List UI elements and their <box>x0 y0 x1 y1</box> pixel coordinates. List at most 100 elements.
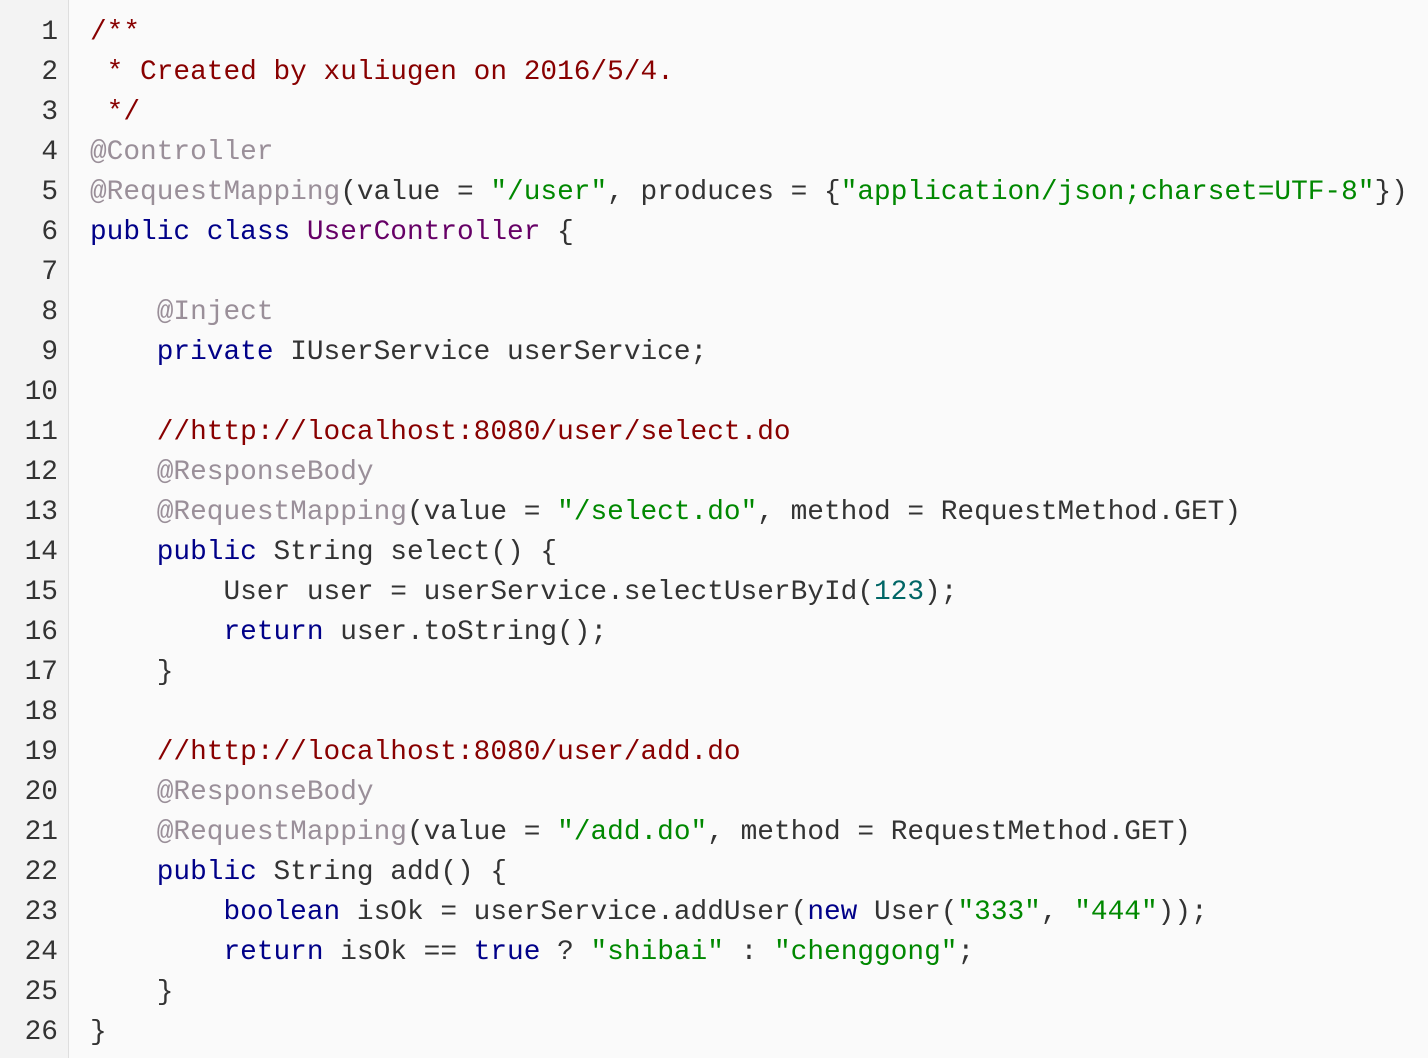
line-number: 12 <box>24 457 58 488</box>
line-number: 3 <box>41 97 58 128</box>
keyword-token: public <box>156 537 257 568</box>
code-line: 22 public String add() { <box>0 853 1428 893</box>
line-number: 14 <box>24 537 58 568</box>
code-token: user.toString(); <box>323 617 608 648</box>
line-number: 16 <box>24 617 58 648</box>
code-line: 8 @Inject <box>0 293 1428 333</box>
line-text: return isOk == true ? "shibai" : "chengg… <box>90 933 974 973</box>
code-token: String select() { <box>256 537 558 568</box>
code-token <box>90 617 223 648</box>
number-token: 123 <box>874 577 925 608</box>
line-text: } <box>90 653 174 693</box>
code-line: 17 } <box>0 653 1428 693</box>
code-line: 7 <box>0 253 1428 293</box>
code-token <box>90 737 157 768</box>
line-number: 17 <box>24 657 58 688</box>
line-number: 13 <box>24 497 58 528</box>
code-token: User( <box>857 897 958 928</box>
line-text: } <box>90 973 174 1013</box>
code-line: 3 */ <box>0 93 1428 133</box>
code-token: , method = RequestMethod.GET) <box>707 817 1191 848</box>
code-token: , <box>1040 897 1075 928</box>
keyword-token: public <box>90 217 191 248</box>
comment-token: //http://localhost:8080/user/add.do <box>156 737 741 768</box>
code-token <box>90 297 157 328</box>
line-text: @RequestMapping(value = "/select.do", me… <box>90 493 1241 533</box>
code-token: (value = <box>406 817 558 848</box>
line-number: 1 <box>41 17 58 48</box>
code-token <box>90 857 157 888</box>
code-line: 21 @RequestMapping(value = "/add.do", me… <box>0 813 1428 853</box>
code-token <box>90 817 157 848</box>
line-number: 24 <box>24 937 58 968</box>
comment-token: */ <box>90 97 141 128</box>
code-line: 16 return user.toString(); <box>0 613 1428 653</box>
string-token: "/user" <box>490 177 608 208</box>
line-number: 21 <box>24 817 58 848</box>
code-token <box>90 537 157 568</box>
string-token: "/select.do" <box>557 497 758 528</box>
line-number: 18 <box>24 697 58 728</box>
line-text: boolean isOk = userService.addUser(new U… <box>90 893 1207 933</box>
code-line: 1 /** <box>0 13 1428 53</box>
line-number: 20 <box>24 777 58 808</box>
annotation-token: @RequestMapping <box>90 177 341 208</box>
code-token: (value = <box>340 177 491 208</box>
line-number: 9 <box>41 337 58 368</box>
string-token: "/add.do" <box>557 817 708 848</box>
code-token: { <box>540 217 574 248</box>
code-token: } <box>90 657 174 688</box>
code-token: : <box>723 937 774 968</box>
line-number: 10 <box>24 377 58 408</box>
line-text: return user.toString(); <box>90 613 607 653</box>
line-text: */ <box>90 93 140 133</box>
code-token: isOk = userService.addUser( <box>340 897 808 928</box>
keyword-token: return <box>223 617 324 648</box>
string-token: "application/json;charset=UTF-8" <box>840 177 1375 208</box>
annotation-token: @RequestMapping <box>156 497 407 528</box>
line-text: @Inject <box>90 293 274 333</box>
code-token: ; <box>957 937 975 968</box>
code-editor[interactable]: 1/**2 * Created by xuliugen on 2016/5/4.… <box>0 13 1428 1053</box>
code-token: ); <box>924 577 958 608</box>
keyword-token: private <box>156 337 274 368</box>
class-name-token: UserController <box>306 217 541 248</box>
string-token: "chenggong" <box>773 937 958 968</box>
code-token <box>290 217 307 248</box>
code-token <box>90 497 157 528</box>
line-number: 19 <box>24 737 58 768</box>
code-line: 25 } <box>0 973 1428 1013</box>
line-number: 7 <box>41 257 58 288</box>
line-number: 4 <box>41 137 58 168</box>
code-line: 20 @ResponseBody <box>0 773 1428 813</box>
line-text: } <box>90 1013 107 1053</box>
code-line: 11 //http://localhost:8080/user/select.d… <box>0 413 1428 453</box>
code-line: 18 <box>0 693 1428 733</box>
line-text: @RequestMapping(value = "/user", produce… <box>90 173 1408 213</box>
code-line: 12 @ResponseBody <box>0 453 1428 493</box>
annotation-token: @ResponseBody <box>156 457 374 488</box>
code-line: 26} <box>0 1013 1428 1053</box>
code-token <box>90 417 157 448</box>
line-text: private IUserService userService; <box>90 333 707 373</box>
line-text: @ResponseBody <box>90 453 374 493</box>
code-token <box>190 217 207 248</box>
code-line: 13 @RequestMapping(value = "/select.do",… <box>0 493 1428 533</box>
line-text: public String add() { <box>90 853 507 893</box>
comment-token: /** <box>90 17 141 48</box>
line-text: * Created by xuliugen on 2016/5/4. <box>90 53 674 93</box>
keyword-token: return <box>223 937 324 968</box>
string-token: "shibai" <box>590 937 724 968</box>
code-line: 24 return isOk == true ? "shibai" : "che… <box>0 933 1428 973</box>
line-number-gutter <box>0 0 69 1058</box>
code-line: 15 User user = userService.selectUserByI… <box>0 573 1428 613</box>
line-text: /** <box>90 13 140 53</box>
code-token: User user = userService.selectUserById( <box>90 577 874 608</box>
code-line: 9 private IUserService userService; <box>0 333 1428 373</box>
line-text: @Controller <box>90 133 274 173</box>
code-line: 5@RequestMapping(value = "/user", produc… <box>0 173 1428 213</box>
string-token: "333" <box>957 897 1041 928</box>
code-line: 19 //http://localhost:8080/user/add.do <box>0 733 1428 773</box>
code-token: (value = <box>406 497 558 528</box>
